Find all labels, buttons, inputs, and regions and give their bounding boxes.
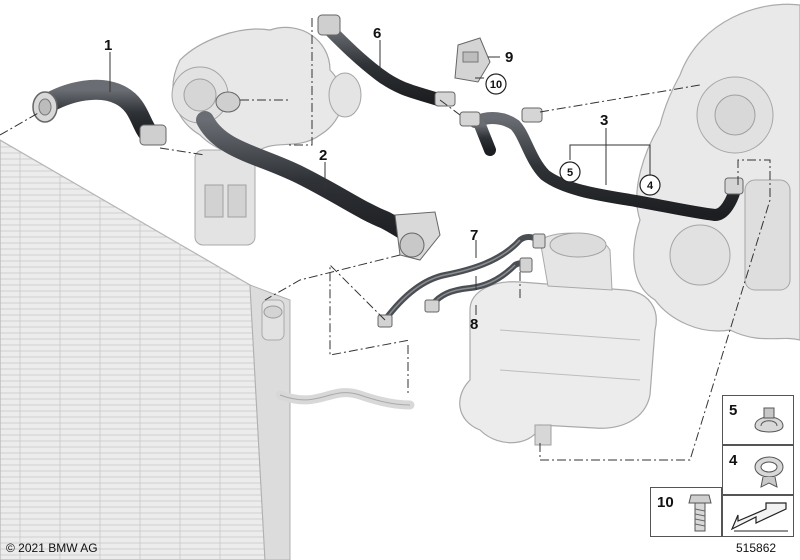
pipe-part-7 xyxy=(377,233,546,328)
callout-2: 2 xyxy=(319,147,327,164)
direction-arrow-icon xyxy=(730,502,788,532)
hose-part-6 xyxy=(317,14,456,107)
leader-lines xyxy=(109,40,651,315)
bracket-part-9 xyxy=(454,37,491,83)
callout-6: 6 xyxy=(373,25,381,42)
callout-1: 1 xyxy=(104,37,112,54)
pipe-part-8 xyxy=(424,257,533,313)
image-number: 515862 xyxy=(736,541,777,555)
hose-clamp-icon xyxy=(754,407,784,433)
svg-text:5: 5 xyxy=(567,167,573,179)
legend-number-4: 4 xyxy=(729,452,738,469)
dash-dot-lines xyxy=(0,18,771,461)
spring-clamp-icon xyxy=(754,456,784,488)
bolt-icon xyxy=(688,494,712,532)
legend-item-10: 10 xyxy=(650,487,722,537)
expansion-tank xyxy=(459,232,657,446)
radiator xyxy=(0,139,291,560)
legend-number-5: 5 xyxy=(729,402,738,419)
callout-9: 9 xyxy=(505,49,513,66)
callout-7: 7 xyxy=(470,227,478,244)
engine-block xyxy=(633,3,800,341)
turbocharger xyxy=(171,26,362,246)
legend-number-10: 10 xyxy=(657,494,674,511)
callout-8: 8 xyxy=(470,316,478,333)
legend-arrow-box xyxy=(722,495,794,537)
hose-part-2 xyxy=(196,91,441,261)
copyright-text: © 2021 BMW AG xyxy=(6,541,98,555)
callout-4-circled: 4 xyxy=(639,174,661,196)
callout-3: 3 xyxy=(600,112,608,129)
legend-item-5: 5 xyxy=(722,395,794,445)
legend-item-4: 4 xyxy=(722,445,794,495)
hose-part-3 xyxy=(459,107,744,222)
hose-part-1 xyxy=(32,79,167,146)
svg-text:10: 10 xyxy=(490,79,502,91)
callout-10-circled: 10 xyxy=(485,73,507,95)
svg-text:4: 4 xyxy=(647,180,654,192)
callout-5-circled: 5 xyxy=(559,161,581,183)
